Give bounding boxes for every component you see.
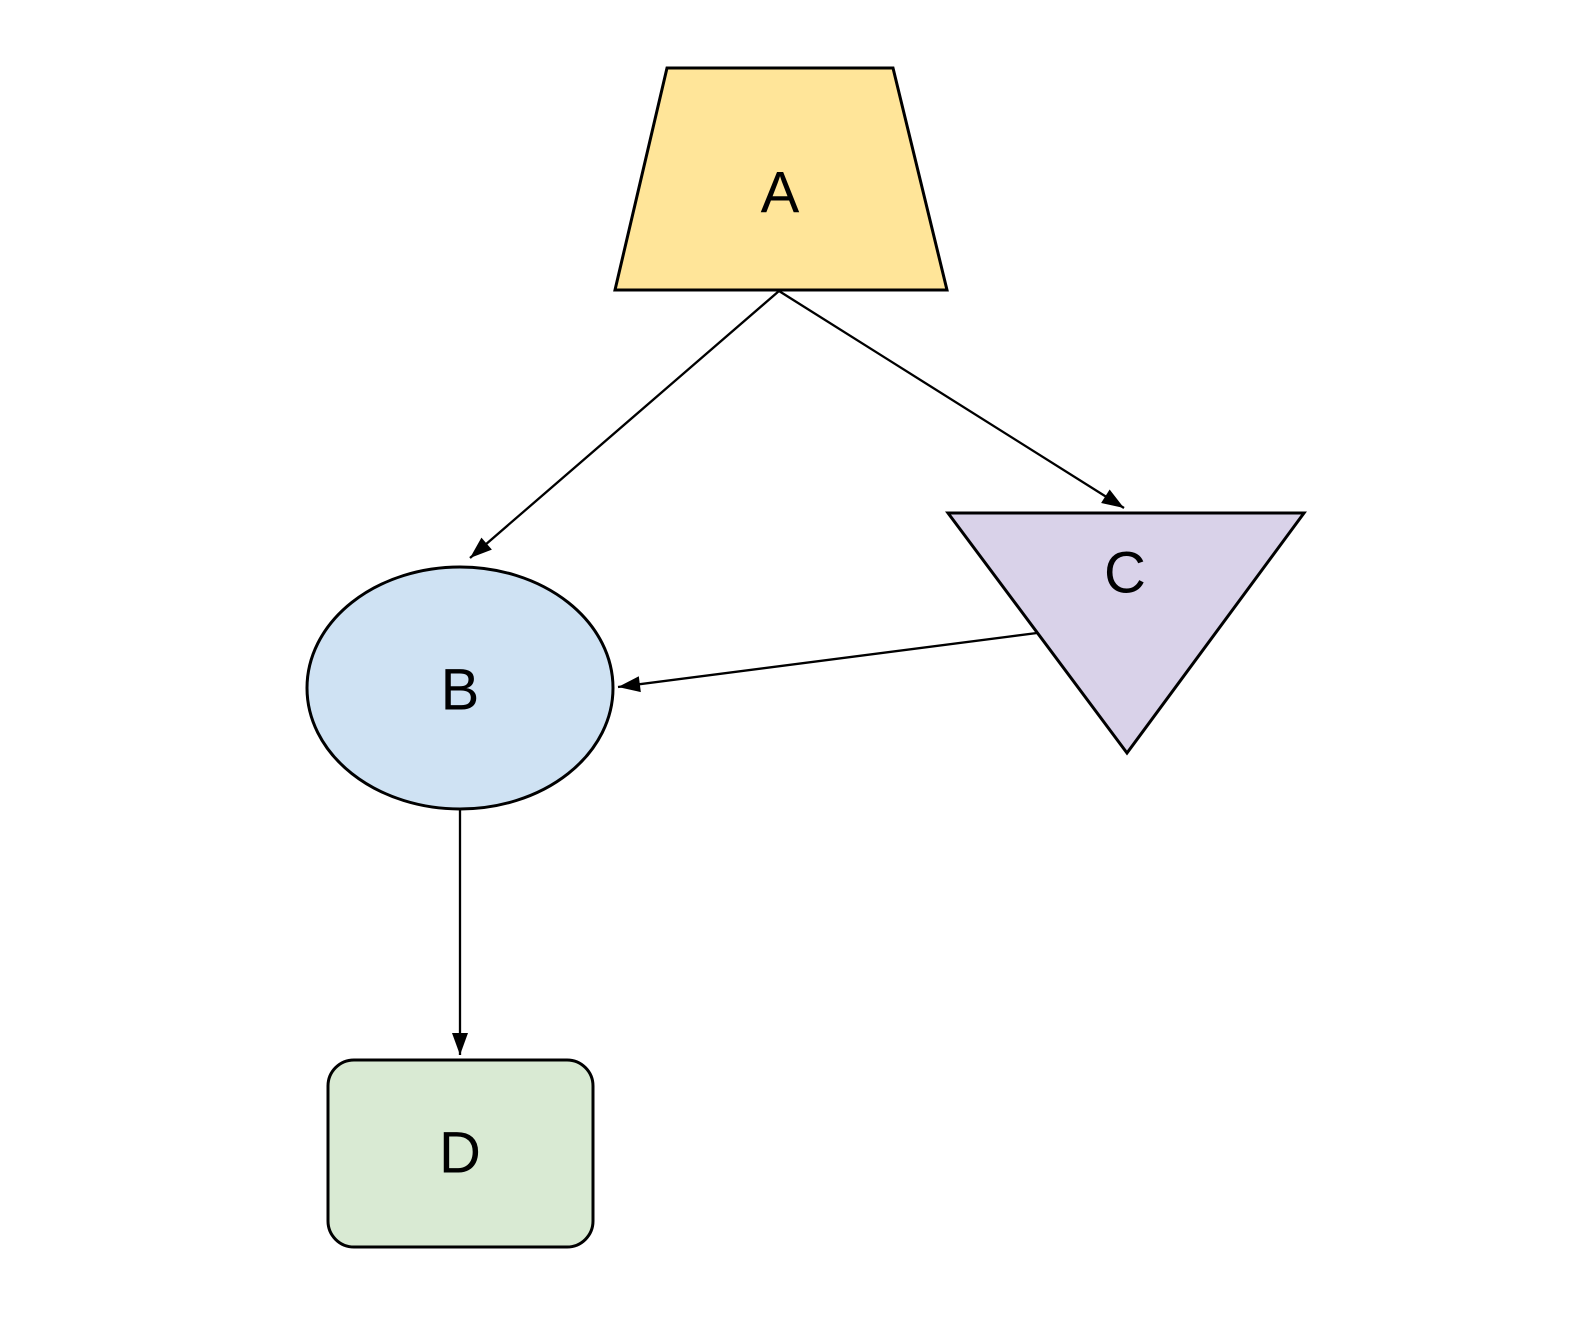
- node-D-label: D: [439, 1121, 481, 1186]
- node-C-label: C: [1104, 541, 1146, 606]
- node-A-label: A: [761, 161, 800, 226]
- node-A-trapezoid[interactable]: [613, 66, 949, 292]
- edge-A-to-B-arrow: [469, 290, 780, 559]
- edge-C-to-B-arrow: [617, 631, 1038, 693]
- edges-layer: [452, 290, 1125, 1055]
- node-B-ellipse[interactable]: [305, 565, 615, 811]
- edge-A-to-C-arrow: [778, 290, 1125, 509]
- nodes-layer: A B C D: [305, 66, 1307, 1249]
- node-B-label: B: [441, 658, 480, 723]
- node-D-rounded-rect[interactable]: [326, 1058, 595, 1249]
- node-C-triangle-down[interactable]: [945, 511, 1307, 756]
